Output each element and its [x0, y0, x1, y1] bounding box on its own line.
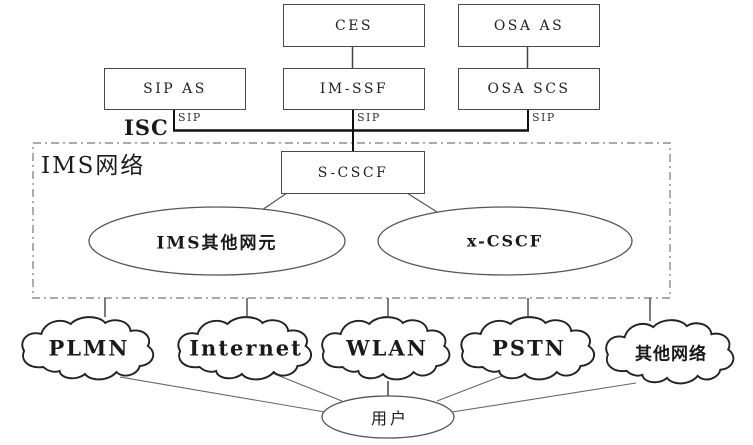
other-networks-label: 其他网络 [635, 344, 707, 365]
node-im-ssf-label: IM-SSF [319, 81, 389, 97]
ellipse-ims-other-elements [88, 206, 346, 276]
user-label: 用户 [370, 409, 410, 428]
node-sip-as: SIP AS [104, 68, 246, 110]
node-im-ssf: IM-SSF [283, 68, 425, 110]
connector-pstn-user [436, 373, 508, 402]
node-osa-as: OSA AS [458, 4, 600, 47]
node-sip-as-label: SIP AS [143, 81, 207, 97]
connector-othernet-user [451, 382, 637, 413]
node-s-cscf: S-CSCF [281, 151, 425, 194]
isc-interface-label: ISC [124, 115, 169, 140]
ims-network-title: IMS网络 [41, 153, 146, 179]
pstn-label: PSTN [492, 335, 566, 361]
node-ces-label: CES [334, 17, 374, 34]
ellipse-user [321, 395, 455, 439]
node-osa-scs-label: OSA SCS [487, 81, 571, 97]
node-s-cscf-label: S-CSCF [317, 164, 389, 181]
ims-other-elements-label: IMS其他网元 [156, 233, 278, 254]
wlan-label: WLAN [346, 335, 428, 361]
node-osa-as-label: OSA AS [493, 17, 565, 34]
node-ces: CES [283, 4, 425, 47]
connector-plmn-user [119, 376, 326, 413]
node-osa-scs: OSA SCS [458, 68, 600, 110]
plmn-label: PLMN [48, 335, 130, 361]
internet-label: Internet [189, 335, 303, 361]
ellipse-x-cscf [377, 206, 633, 276]
sip-interface-label-1: SIP [178, 111, 202, 124]
x-cscf-label: x-CSCF [466, 231, 544, 251]
connector-scscf-xcscf [406, 192, 438, 213]
sip-interface-label-3: SIP [532, 111, 556, 124]
ims-network-boundary [32, 142, 671, 299]
sip-interface-label-2: SIP [357, 111, 381, 124]
